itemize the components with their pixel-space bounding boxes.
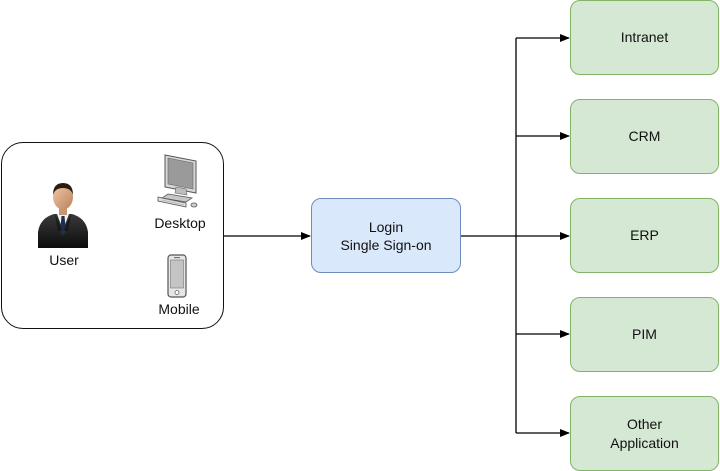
login-sso-line1: Login xyxy=(368,218,404,235)
user-icon xyxy=(38,183,88,248)
app-box-crm[interactable]: CRM xyxy=(570,99,719,174)
app-box-erp[interactable]: ERP xyxy=(570,198,719,273)
app-label-line1: Other xyxy=(626,415,662,432)
mobile-label: Mobile xyxy=(158,301,200,317)
login-sso-box[interactable]: Login Single Sign-on xyxy=(311,198,461,273)
user-label: User xyxy=(49,252,79,268)
app-box-pim[interactable]: PIM xyxy=(570,297,719,372)
desktop-label: Desktop xyxy=(154,215,206,231)
app-label: Intranet xyxy=(620,29,669,45)
desktop-icon xyxy=(157,154,198,208)
app-label: PIM xyxy=(632,326,657,342)
mobile-icon xyxy=(167,254,187,298)
app-label: ERP xyxy=(630,227,659,243)
app-box-other-application[interactable]: Other Application xyxy=(570,396,719,471)
app-label-line2: Application xyxy=(610,434,679,451)
login-sso-line2: Single Sign-on xyxy=(340,236,432,253)
app-box-intranet[interactable]: Intranet xyxy=(570,0,719,75)
app-label: CRM xyxy=(628,128,661,144)
